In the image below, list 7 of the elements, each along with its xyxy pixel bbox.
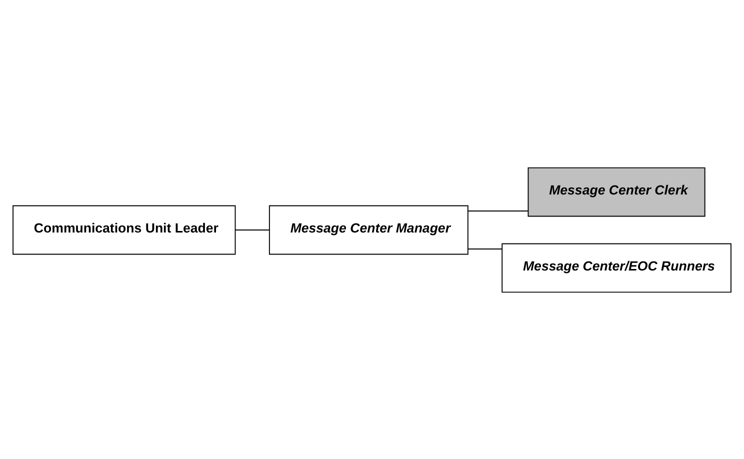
connector bbox=[234, 229, 270, 230]
node-box: Message Center Manager bbox=[268, 204, 468, 254]
connector bbox=[468, 248, 503, 249]
node-box: Message Center/EOC Runners bbox=[502, 242, 732, 292]
node-box: Message Center Clerk bbox=[528, 166, 706, 216]
connector bbox=[468, 210, 528, 211]
node-box: Communications Unit Leader bbox=[12, 204, 236, 254]
